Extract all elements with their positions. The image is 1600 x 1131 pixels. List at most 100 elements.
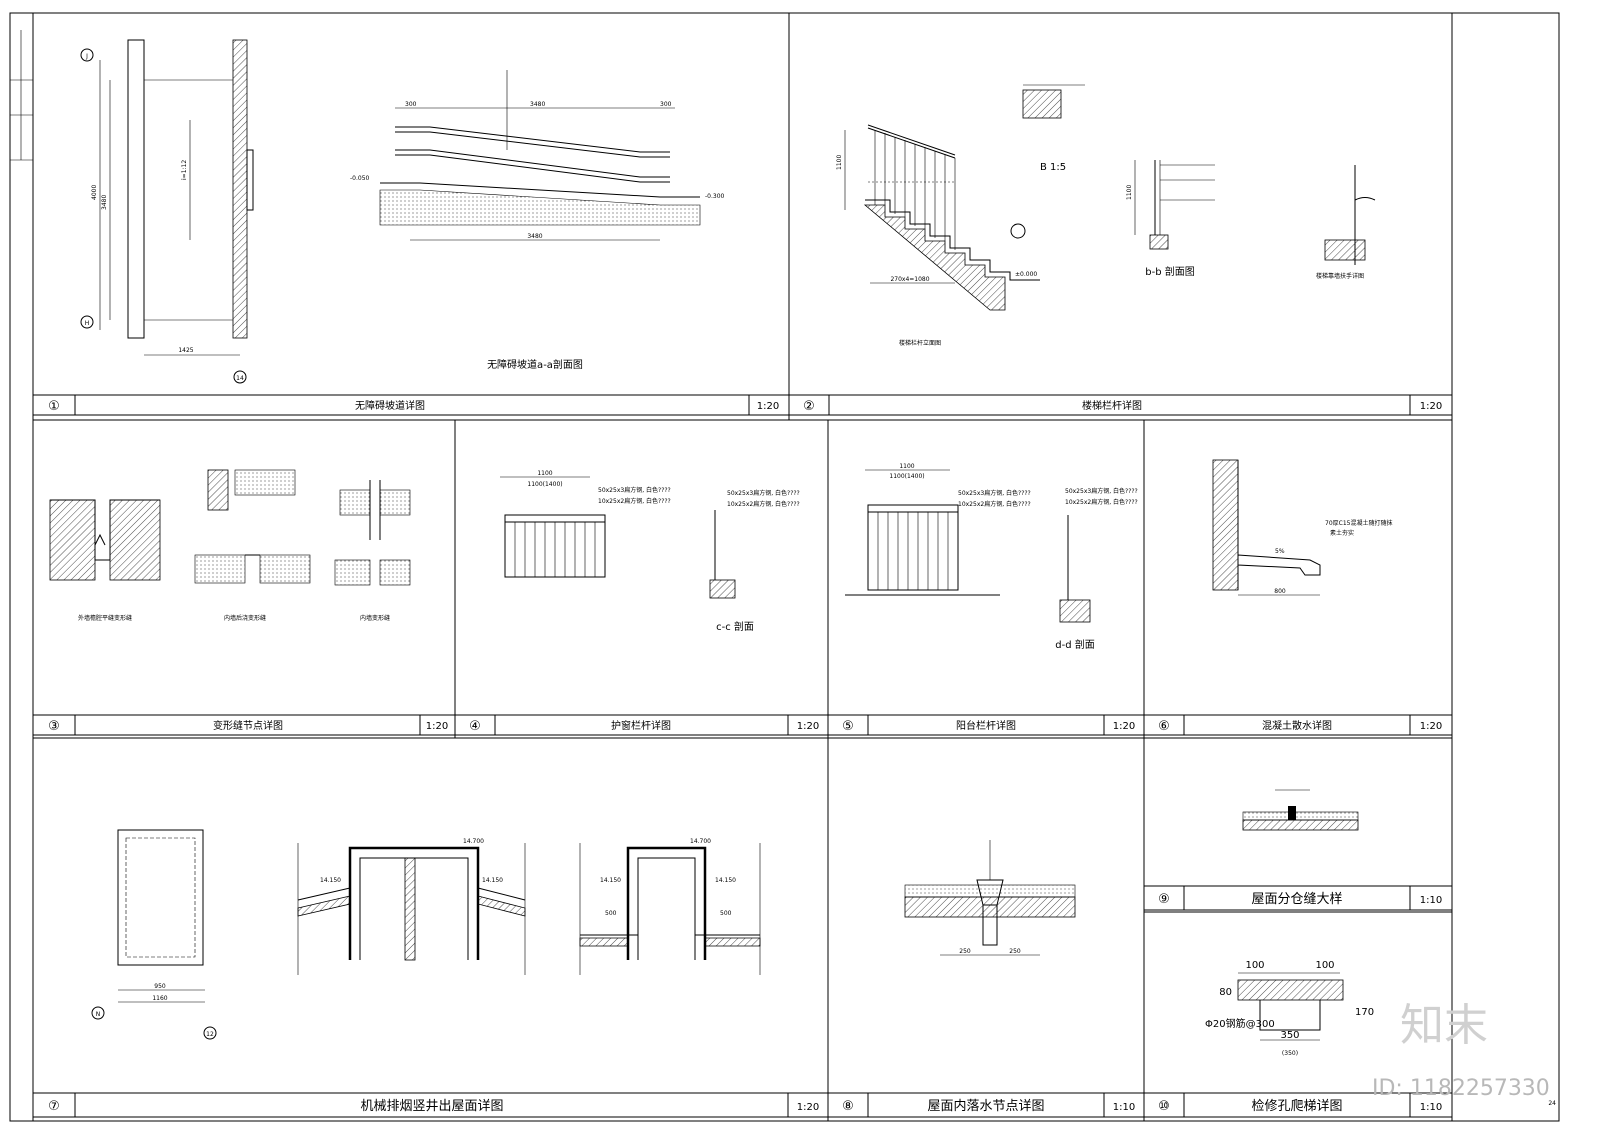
dim-text: 100 xyxy=(1315,960,1334,971)
level-text: -0.300 xyxy=(705,193,725,200)
drawing-caption: 内墙变形缝 xyxy=(360,614,390,622)
concrete-apron: 5% 70厚C15混凝土随打随抹 素土夯实 800 xyxy=(1212,459,1392,596)
title-bar-1: ① 无障碍坡道详图 1:20 xyxy=(32,394,790,416)
panel-title: 屋面分仓缝大样 xyxy=(1251,892,1342,907)
dim-text: 500 xyxy=(720,910,732,917)
id-text: ID: 1182257330 xyxy=(1372,1076,1550,1101)
ramp-section: 300 3480 300 -0.050 -0.300 3480 无障碍坡道a-a… xyxy=(350,70,725,371)
note-text: 70厚C15混凝土随打随抹 xyxy=(1325,519,1392,527)
level-text: 14.150 xyxy=(320,877,341,884)
drawing-caption: 内墙后浇变形缝 xyxy=(224,614,266,622)
expansion-joint-details: 外墙檐腔平缝变形缝 内墙后浇变形缝 内墙变形缝 xyxy=(49,469,411,622)
ramp-plan: i=1:12 4000 3480 1425 J H 14 xyxy=(80,39,254,384)
title-bar-2: ② 楼梯栏杆详图 1:20 xyxy=(788,394,1453,416)
panel-scale: 1:20 xyxy=(757,401,779,412)
drawing-caption: c-c 剖面 xyxy=(716,620,754,633)
dim-text: 170 xyxy=(1355,1007,1374,1018)
grid-label: H xyxy=(85,320,90,327)
dim-text: 3480 xyxy=(530,101,545,108)
title-bar-8: ⑧ 屋面内落水节点详图 1:10 xyxy=(827,1092,1145,1118)
roof-drain-detail: 250 250 xyxy=(904,840,1076,956)
panel-number: ⑤ xyxy=(842,719,854,734)
page-number: 24 xyxy=(1548,1100,1556,1107)
grid-label: J xyxy=(85,53,88,60)
panel-title: 变形缝节点详图 xyxy=(213,719,283,732)
dim-text: 3480 xyxy=(101,195,108,210)
panel-number: ⑥ xyxy=(1158,719,1170,734)
spec-text: 10x25x2扁方钢, 白色???? xyxy=(958,500,1031,508)
panel-number: ⑦ xyxy=(48,1099,60,1114)
bb-section: 1100 b-b 剖面图 xyxy=(1126,160,1215,278)
title-bar-10: ⑩ 检修孔爬梯详图 1:10 xyxy=(1143,1092,1453,1118)
spec-text: 10x25x2扁方钢, 白色???? xyxy=(1065,498,1138,506)
dim-text: (350) xyxy=(1282,1050,1298,1057)
spec-text: 50x25x3扁方钢, 白色???? xyxy=(1065,487,1138,495)
panel-title: 屋面内落水节点详图 xyxy=(927,1098,1044,1114)
level-text: 14.150 xyxy=(482,877,503,884)
railing-bars xyxy=(514,522,596,577)
grid-label: N xyxy=(96,1011,101,1018)
dim-text: 500 xyxy=(605,910,617,917)
wall-handrail-detail: 楼梯靠墙扶手详图 xyxy=(1316,165,1376,280)
title-bar-3: ③ 变形缝节点详图 1:20 xyxy=(32,714,456,736)
note-text: 素土夯实 xyxy=(1330,529,1354,537)
dim-text: 4000 xyxy=(91,185,98,200)
panel-number: ② xyxy=(803,399,815,414)
window-guard-railing: 1100 1100(1400) 50x25x3扁方钢, 白色???? 10x25… xyxy=(500,470,800,633)
dim-text: 1100 xyxy=(836,155,843,170)
dim-text: 1100(1400) xyxy=(889,473,924,480)
panel-number: ⑨ xyxy=(1158,892,1170,907)
panel-scale: 1:20 xyxy=(426,721,448,732)
watermark: 知末 ID: 1182257330 24 xyxy=(1372,1000,1556,1107)
dim-text: 950 xyxy=(154,983,166,990)
dim-text: 1160 xyxy=(152,995,167,1002)
title-bar-6: ⑥ 混凝土散水详图 1:20 xyxy=(1143,714,1453,736)
balcony-railing: 1100 1100(1400) 50x25x3扁方钢, 白色???? 10x25… xyxy=(845,463,1138,651)
drawing-caption: 楼梯栏杆立面图 xyxy=(899,339,941,347)
dim-text: 80 xyxy=(1219,987,1232,998)
panel-scale: 1:20 xyxy=(1113,721,1135,732)
dim-text: 250 xyxy=(1009,948,1021,955)
panel-number: ③ xyxy=(48,719,60,734)
drawing-caption: 楼梯靠墙扶手详图 xyxy=(1316,272,1364,280)
drawing-caption: 无障碍坡道a-a剖面图 xyxy=(487,358,583,371)
panel-number: ① xyxy=(48,399,60,414)
panel-title: 阳台栏杆详图 xyxy=(956,719,1016,732)
title-bar-9: ⑨ 屋面分仓缝大样 1:10 xyxy=(1143,885,1453,911)
balusters xyxy=(874,130,956,250)
slope-label: i=1:12 xyxy=(181,160,188,180)
panel-title: 护窗栏杆详图 xyxy=(611,719,671,732)
slope-text: 5% xyxy=(1275,548,1285,555)
railing-bars xyxy=(877,512,949,590)
spec-text: 50x25x3扁方钢, 白色???? xyxy=(958,489,1031,497)
dim-text: 350 xyxy=(1280,1030,1299,1041)
panel-scale: 1:20 xyxy=(1420,721,1442,732)
drawing-caption: 外墙檐腔平缝变形缝 xyxy=(78,614,132,622)
dim-text: 1100 xyxy=(537,470,552,477)
panel-number: ⑩ xyxy=(1158,1099,1170,1114)
panel-scale: 1:20 xyxy=(1420,401,1442,412)
spec-text: 10x25x2扁方钢, 白色???? xyxy=(598,497,671,505)
spec-text: 50x25x3扁方钢, 白色???? xyxy=(727,489,800,497)
panel-title: 机械排烟竖井出屋面详图 xyxy=(360,1099,503,1114)
handrail-detail-b: B 1:5 xyxy=(1022,84,1085,173)
level-text: 14.150 xyxy=(600,877,621,884)
smoke-shaft-section-a: 14.700 14.150 14.150 xyxy=(297,838,526,975)
scale-label: B 1:5 xyxy=(1040,162,1066,173)
panel-scale: 1:10 xyxy=(1420,895,1442,906)
spec-text: 10x25x2扁方钢, 白色???? xyxy=(727,500,800,508)
title-bar-4: ④ 护窗栏杆详图 1:20 xyxy=(454,714,829,736)
drawing-caption: b-b 剖面图 xyxy=(1145,265,1194,278)
dim-text: 250 xyxy=(959,948,971,955)
title-bar-5: ⑤ 阳台栏杆详图 1:20 xyxy=(827,714,1145,736)
level-text: 14.700 xyxy=(463,838,484,845)
dim-text: 1100 xyxy=(899,463,914,470)
dim-text: 300 xyxy=(660,101,672,108)
access-ladder-detail: 100 100 80 170 Φ20钢筋@300 350 (350) xyxy=(1205,960,1374,1057)
level-text: -0.050 xyxy=(350,175,370,182)
dim-text: 1425 xyxy=(178,347,193,354)
grid-label: 14 xyxy=(236,375,244,382)
spec-text: 50x25x3扁方钢, 白色???? xyxy=(598,486,671,494)
smoke-shaft-plan: 950 1160 N 12 xyxy=(91,829,217,1040)
